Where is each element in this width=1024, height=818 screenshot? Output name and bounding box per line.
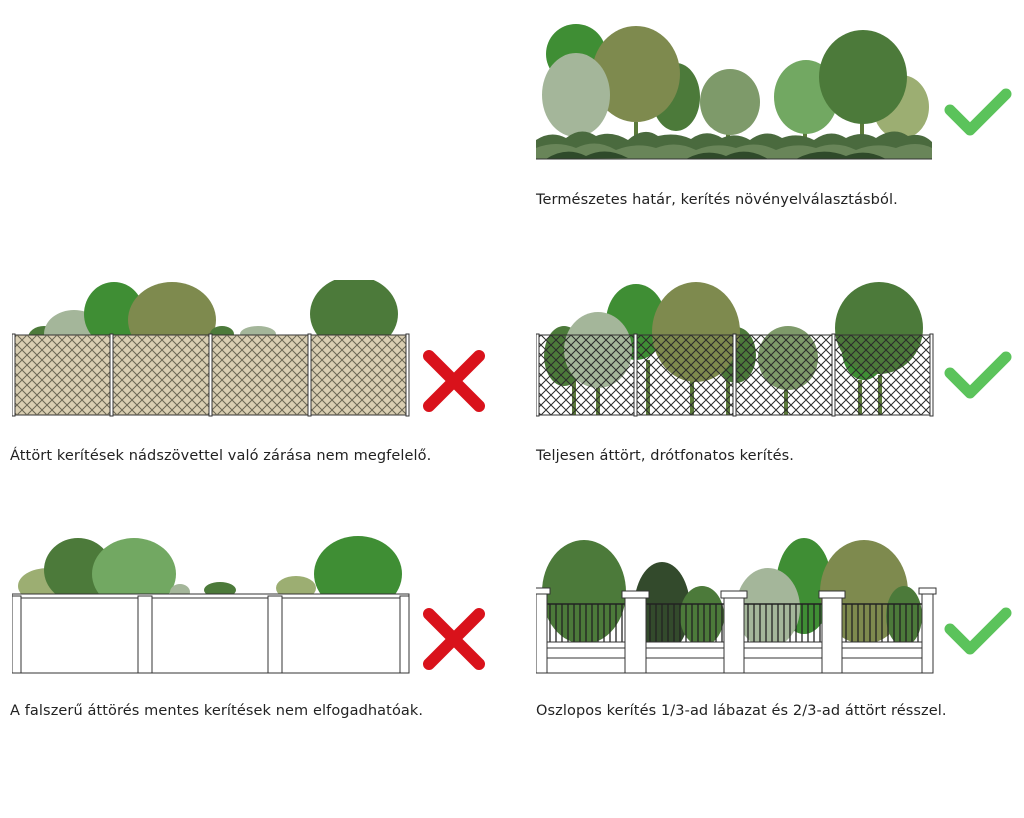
- example-natural-hedge: [536, 22, 1016, 167]
- wall-pillars: [12, 595, 410, 674]
- cross-icon: [423, 608, 485, 670]
- caption-wall-fence: A falszerű áttörés mentes kerítések nem …: [10, 703, 424, 719]
- wall-fence-illustration: [12, 536, 485, 674]
- fence-pillars: [536, 587, 937, 674]
- tree-crown: [592, 26, 680, 122]
- caption-reed-fence: Áttört kerítések nádszövettel való zárás…: [10, 448, 432, 464]
- caption-wire-fence: Teljesen áttört, drótfonatos kerítés.: [536, 448, 794, 464]
- example-wire-fence: [536, 280, 1016, 422]
- check-icon: [944, 88, 1012, 136]
- tree-crown: [700, 69, 760, 135]
- caption-pillar-fence: Oszlopos kerítés 1/3-ad lábazat és 2/3-a…: [536, 703, 947, 719]
- check-icon: [944, 607, 1012, 655]
- reed-fence-illustration: [12, 280, 485, 417]
- wire-fence-illustration: [536, 282, 1012, 417]
- caption-natural-hedge: Természetes határ, kerítés növényelválas…: [536, 192, 898, 208]
- fence-posts: [12, 333, 410, 417]
- example-wall-fence: [12, 536, 492, 678]
- cross-icon: [423, 350, 485, 412]
- pillar-fence-illustration: [536, 538, 1012, 674]
- tree-crown: [819, 30, 907, 124]
- example-pillar-fence: [536, 536, 1016, 678]
- check-icon: [944, 351, 1012, 399]
- example-reed-fence: [12, 280, 492, 422]
- fence-posts: [536, 333, 934, 417]
- tree-crown: [542, 53, 610, 137]
- natural-hedge-illustration: [536, 24, 1012, 160]
